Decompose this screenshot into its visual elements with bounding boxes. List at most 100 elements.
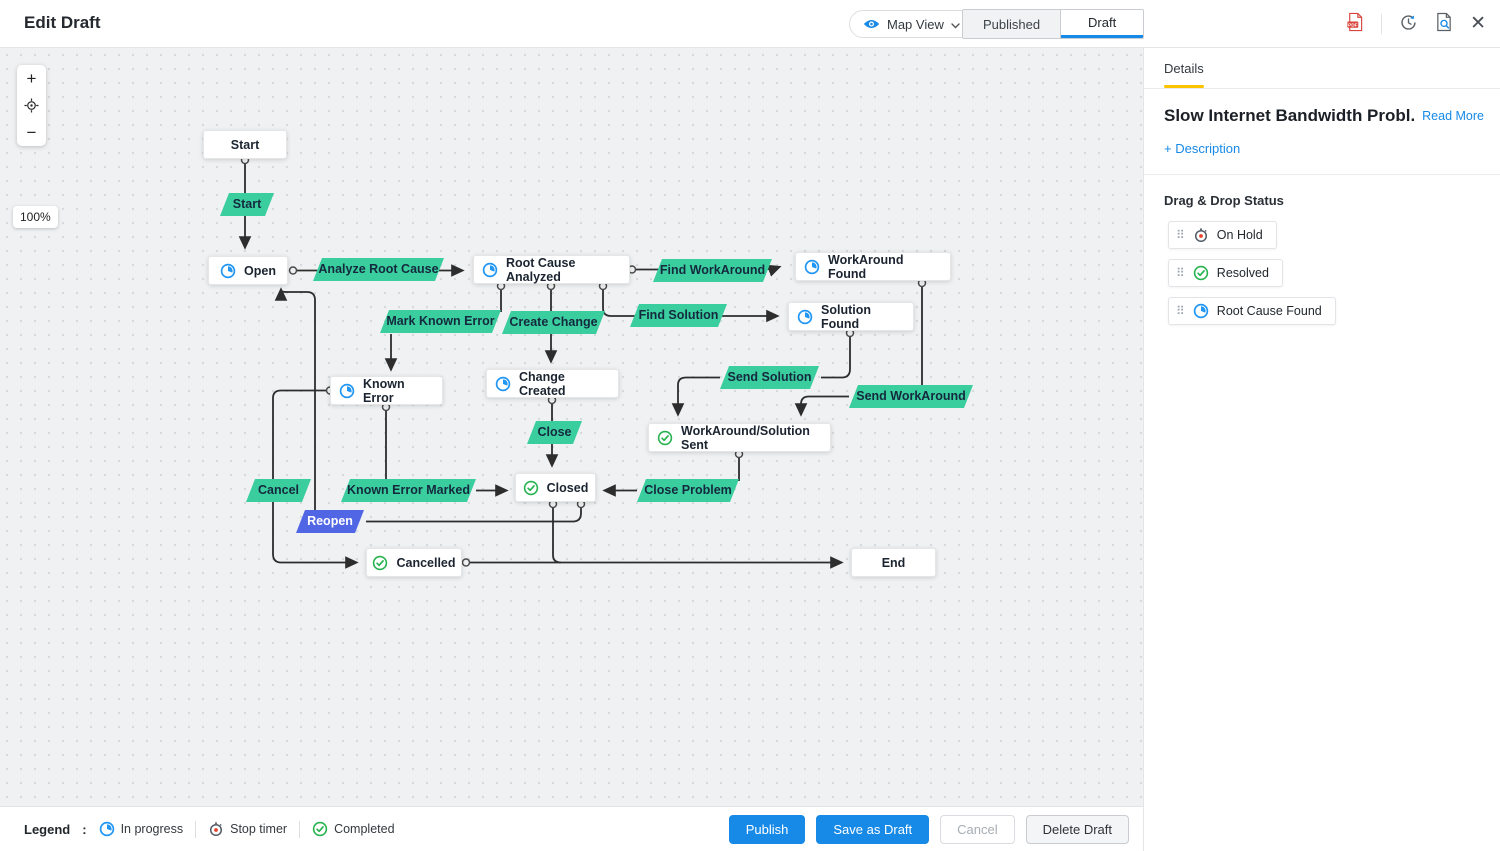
fit-to-screen-button[interactable] <box>17 92 46 119</box>
transition-t-close[interactable]: Close <box>527 421 582 444</box>
zoom-level: 100% <box>13 206 58 228</box>
crosshair-icon <box>24 98 39 113</box>
add-description-link[interactable]: + Description <box>1164 141 1241 156</box>
zoom-in-button[interactable]: + <box>17 65 46 92</box>
node-sf[interactable]: Solution Found <box>788 302 914 331</box>
eye-icon <box>863 18 880 30</box>
transition-t-fs[interactable]: Find Solution <box>630 304 727 327</box>
node-label: Cancelled <box>396 555 456 570</box>
in-progress-icon <box>797 309 813 325</box>
zoom-out-button[interactable]: − <box>17 119 46 146</box>
node-label: Solution Found <box>821 302 871 331</box>
node-closed[interactable]: Closed <box>515 473 596 502</box>
legend-label: Legend <box>24 821 71 837</box>
tab-draft[interactable]: Draft <box>1061 10 1144 38</box>
save-as-draft-button[interactable]: Save as Draft <box>816 814 930 844</box>
status-chip-label: On Hold <box>1216 228 1263 242</box>
node-label: WorkAround Found <box>828 252 904 281</box>
pdf-icon: PDF <box>1345 12 1364 35</box>
workflow-canvas[interactable]: + − 100% <box>0 48 1143 806</box>
header-actions: PDF ✕ <box>1345 12 1486 35</box>
published-draft-toggle: Published Draft <box>962 9 1145 39</box>
transition-t-crch[interactable]: Create Change <box>502 311 605 334</box>
zoom-controls: + − <box>17 65 46 146</box>
legend-item-label: Completed <box>334 822 395 836</box>
node-start[interactable]: Start <box>203 130 287 159</box>
node-wass[interactable]: WorkAround/Solution Sent <box>648 423 831 452</box>
node-waf[interactable]: WorkAround Found <box>795 252 951 281</box>
legend-separator <box>195 820 197 838</box>
status-chip-resolved[interactable]: ⠿ Resolved <box>1168 259 1283 287</box>
in-progress-icon <box>495 376 511 392</box>
drag-handle-icon[interactable]: ⠿ <box>1176 266 1185 280</box>
node-cancelled[interactable]: Cancelled <box>366 548 462 577</box>
close-icon: ✕ <box>1470 13 1486 34</box>
read-more-link[interactable]: Read More <box>1422 109 1484 123</box>
transition-t-cancel[interactable]: Cancel <box>246 479 311 502</box>
publish-button[interactable]: Publish <box>728 814 806 844</box>
transition-t-arc[interactable]: Analyze Root Cause <box>313 258 444 281</box>
node-label: Known Error <box>363 376 405 405</box>
transition-t-kem[interactable]: Known Error Marked <box>341 479 476 502</box>
footer-actions: Publish Save as Draft Cancel Delete Draf… <box>728 814 1129 844</box>
history-clock-icon <box>1399 13 1418 35</box>
details-tabs: Details <box>1144 48 1500 89</box>
node-label: Change Created <box>519 369 566 398</box>
in-progress-icon <box>482 262 498 278</box>
status-chip-label: Root Cause Found <box>1216 304 1322 318</box>
node-label: Root Cause Analyzed <box>506 255 576 284</box>
node-label: Closed <box>546 480 589 495</box>
map-view-dropdown[interactable]: Map View <box>849 10 974 38</box>
export-pdf-button[interactable]: PDF <box>1345 12 1364 35</box>
panel-divider <box>1144 174 1500 175</box>
cancel-button[interactable]: Cancel <box>940 814 1015 844</box>
completed-icon <box>312 821 328 837</box>
drag-handle-icon[interactable]: ⠿ <box>1176 228 1185 242</box>
status-chip-label: Resolved <box>1216 266 1269 280</box>
transition-t-reopen[interactable]: Reopen <box>296 510 364 533</box>
node-end[interactable]: End <box>851 548 936 577</box>
in-progress-icon <box>99 821 115 837</box>
node-label: WorkAround/Solution Sent <box>681 423 810 452</box>
transition-t-mke[interactable]: Mark Known Error <box>380 310 501 333</box>
legend-item-stop-timer: Stop timer <box>208 821 287 837</box>
drag-handle-icon[interactable]: ⠿ <box>1176 304 1185 318</box>
stop-timer-icon <box>208 821 224 837</box>
transition-t-swa[interactable]: Send WorkAround <box>849 385 973 408</box>
node-ke[interactable]: Known Error <box>330 376 443 405</box>
status-chip-on-hold[interactable]: ⠿ On Hold <box>1168 221 1277 249</box>
node-rca[interactable]: Root Cause Analyzed <box>473 255 630 284</box>
node-cc[interactable]: Change Created <box>486 369 619 398</box>
in-progress-icon <box>220 263 236 279</box>
active-tab-underline <box>1164 85 1204 88</box>
transition-t-ss[interactable]: Send Solution <box>720 366 819 389</box>
node-label: Start <box>230 137 260 152</box>
tab-published[interactable]: Published <box>963 10 1062 38</box>
status-chip-root-cause-found[interactable]: ⠿ Root Cause Found <box>1168 297 1336 325</box>
header-divider <box>1381 13 1383 34</box>
top-bar: Edit Draft Map View Published Draft PDF <box>0 0 1500 48</box>
stop-timer-icon <box>1193 227 1209 243</box>
completed-icon <box>523 480 539 496</box>
transition-t-fw[interactable]: Find WorkAround <box>653 259 772 282</box>
tab-details-label: Details <box>1164 60 1204 76</box>
audit-log-button[interactable] <box>1435 12 1453 35</box>
details-panel: Details Slow Internet Bandwidth Probl...… <box>1143 48 1500 851</box>
drag-drop-heading: Drag & Drop Status <box>1164 193 1284 208</box>
legend-separator <box>299 820 301 838</box>
document-search-icon <box>1435 12 1453 35</box>
tab-details[interactable]: Details <box>1164 48 1204 88</box>
completed-icon <box>1193 265 1209 281</box>
legend-item-label: Stop timer <box>230 822 288 836</box>
close-button[interactable]: ✕ <box>1470 14 1486 33</box>
node-open[interactable]: Open <box>208 256 288 285</box>
page-title: Edit Draft <box>24 13 101 32</box>
transition-t-cp[interactable]: Close Problem <box>637 479 739 502</box>
transition-t-start[interactable]: Start <box>220 193 274 216</box>
delete-draft-button[interactable]: Delete Draft <box>1025 814 1129 844</box>
history-button[interactable] <box>1399 13 1418 35</box>
